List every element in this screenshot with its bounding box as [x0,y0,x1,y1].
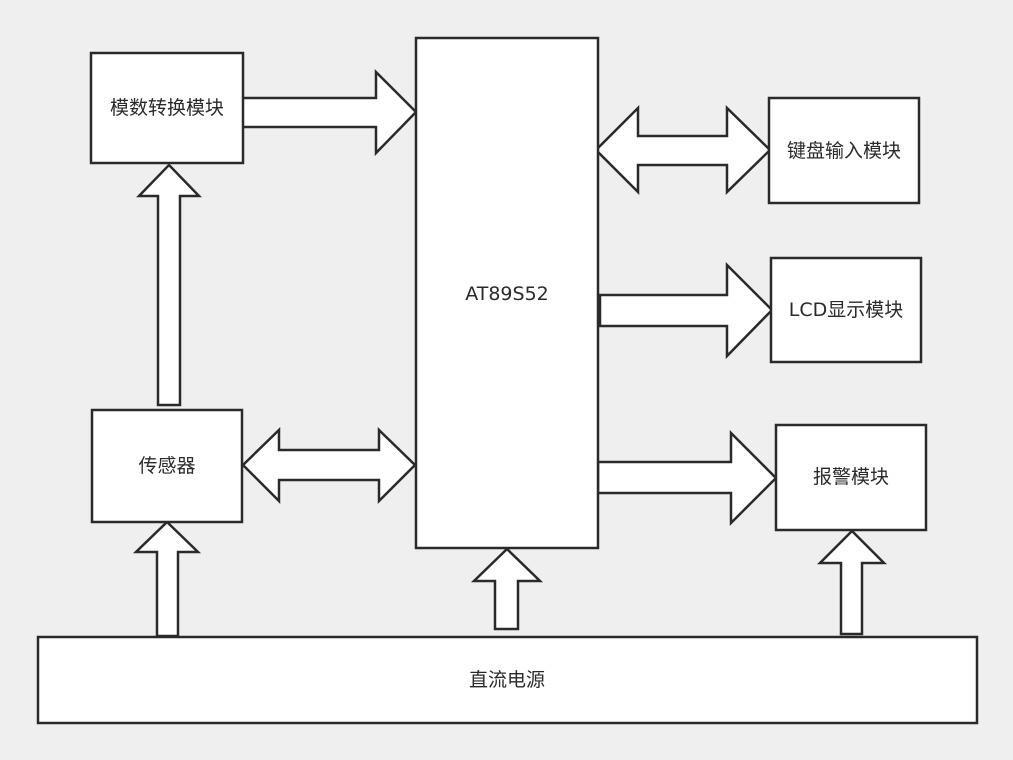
lcd-module-label: LCD显示模块 [789,299,903,321]
arrow-mcu-to-lcd [598,261,774,360]
keyboard-module-label: 键盘输入模块 [787,140,901,162]
adc-module-box [89,51,245,165]
dc-power-box [36,635,979,725]
keyboard-module-box [767,96,921,205]
sensor-box [90,408,244,524]
arrow-sensor-mcu-bidirectional [241,427,417,505]
arrow-mcu-keyboard-bidirectional [594,104,772,196]
arrow-power-to-alarm [816,529,888,636]
arrow-power-to-mcu [470,547,544,631]
arrow-adc-to-mcu [239,68,418,157]
arrow-sensor-to-adc [136,163,202,407]
dc-power-label: 直流电源 [469,669,545,691]
mcu-label: AT89S52 [465,283,549,305]
lcd-module-box [769,256,923,364]
sensor-label: 传感器 [138,455,195,477]
alarm-module-box [774,423,928,532]
arrow-power-to-sensor [132,520,202,638]
alarm-module-label: 报警模块 [813,466,889,488]
adc-module-label: 模数转换模块 [110,97,224,119]
mcu-box [414,36,600,550]
arrow-mcu-to-alarm [596,429,778,527]
